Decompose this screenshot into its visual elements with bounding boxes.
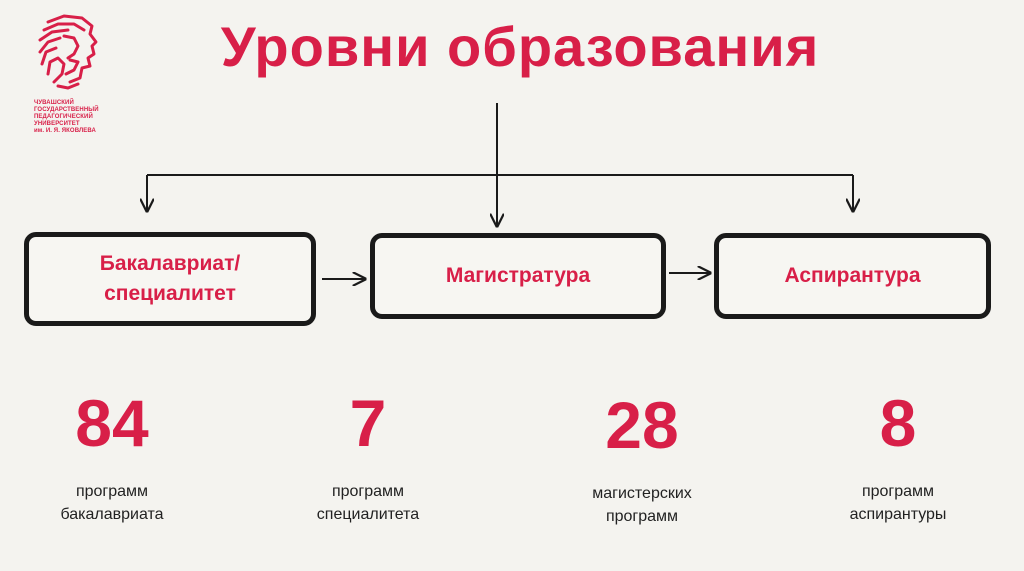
stat-number: 28 <box>605 388 679 462</box>
stat-number: 84 <box>75 386 149 460</box>
stat-bachelor-programs: 84 программ бакалавриата <box>12 388 212 526</box>
stat-description: магистерских программ <box>542 482 742 528</box>
stat-specialist-programs: 7 программ специалитета <box>268 388 468 526</box>
level-label: Магистратура <box>445 264 591 287</box>
profile-emblem-icon <box>38 14 98 90</box>
logo-line: ЧУВАШСКИЙ <box>34 100 74 106</box>
stat-number: 7 <box>349 386 387 460</box>
stat-line: программ <box>861 483 935 500</box>
logo-line: УНИВЕРСИТЕТ <box>34 121 80 127</box>
stat-line: специалитета <box>316 506 420 523</box>
level-box-bachelor: Бакалавриат/ специалитет <box>24 232 316 326</box>
stat-line: программ <box>331 483 405 500</box>
level-label: Бакалавриат/ <box>99 252 241 275</box>
logo-line: им. И. Я. ЯКОВЛЕВА <box>34 128 96 134</box>
logo-line: ПЕДАГОГИЧЕСКИЙ <box>34 114 93 120</box>
university-logo: ЧУВАШСКИЙ ГОСУДАРСТВЕННЫЙ ПЕДАГОГИЧЕСКИЙ… <box>34 12 114 135</box>
stat-line: магистерских <box>592 485 692 502</box>
logo-line: ГОСУДАРСТВЕННЫЙ <box>34 107 99 113</box>
level-box-postgrad: Аспирантура <box>714 233 991 319</box>
level-box-master: Магистратура <box>370 233 666 319</box>
level-label: Аспирантура <box>784 264 921 287</box>
page-title: Уровни образования <box>220 15 820 78</box>
stat-description: программ аспирантуры <box>798 480 998 526</box>
stat-description: программ бакалавриата <box>12 480 212 526</box>
stat-master-programs: 28 магистерских программ <box>542 390 742 528</box>
stat-description: программ специалитета <box>268 480 468 526</box>
stat-postgrad-programs: 8 программ аспирантуры <box>798 388 998 526</box>
stat-line: программ <box>605 508 679 525</box>
university-name: ЧУВАШСКИЙ ГОСУДАРСТВЕННЫЙ ПЕДАГОГИЧЕСКИЙ… <box>34 100 124 135</box>
level-label: специалитет <box>104 282 236 305</box>
stat-number: 8 <box>879 386 917 460</box>
stat-line: аспирантуры <box>849 506 947 523</box>
stat-line: программ <box>75 483 149 500</box>
stat-line: бакалавриата <box>60 506 164 523</box>
